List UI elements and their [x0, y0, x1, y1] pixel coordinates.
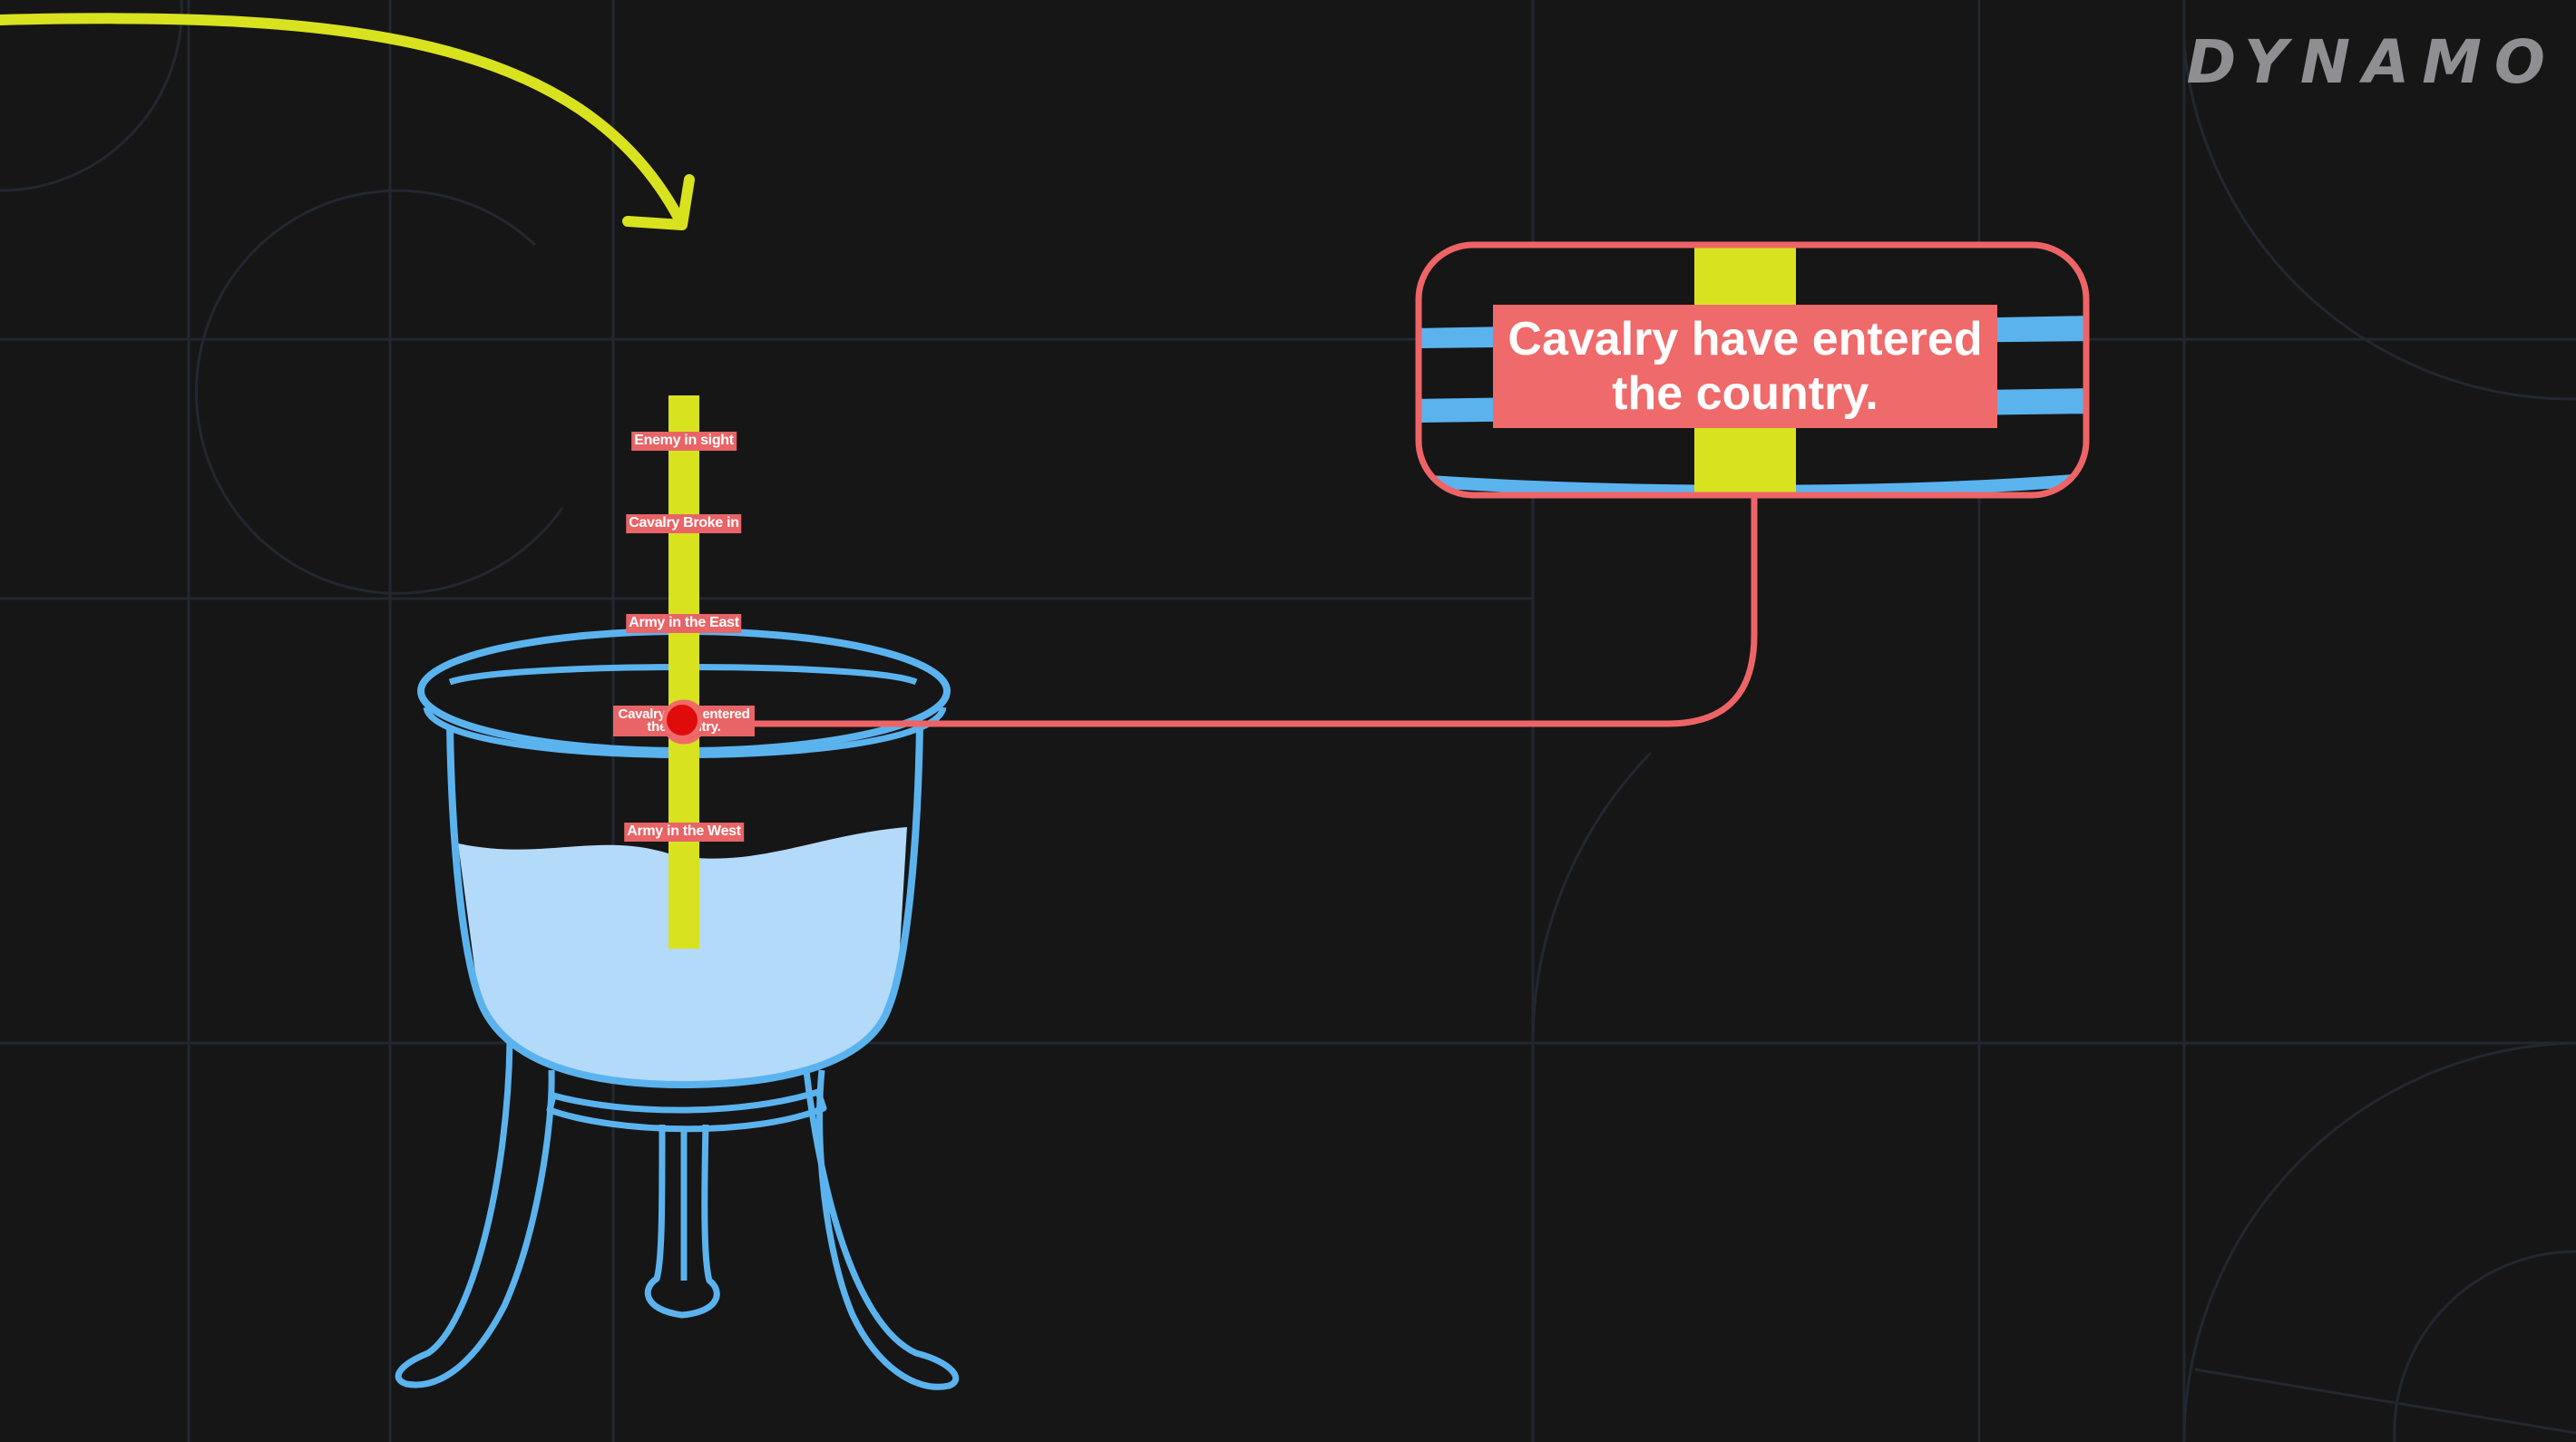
rod-label-army-in-the-east: Army in the East	[626, 614, 742, 633]
vessel-water	[458, 827, 907, 1085]
float-rod	[668, 395, 699, 949]
brand-logo: DYNAMO	[2186, 27, 2558, 97]
rod-label-cavalry-broke-in: Cavalry Broke in	[626, 514, 742, 533]
rod-label-army-in-the-west: Army in the West	[624, 823, 744, 842]
level-marker-overlay	[662, 700, 702, 740]
zoom-callout-label: Cavalry have entered the country.	[1493, 305, 1997, 428]
callout-connector	[698, 495, 1758, 727]
vessel-legs	[395, 1040, 960, 1390]
rod-label-enemy-in-sight: Enemy in sight	[631, 432, 737, 451]
flow-arrow	[0, 13, 695, 230]
vessel-bowl	[446, 725, 923, 1089]
